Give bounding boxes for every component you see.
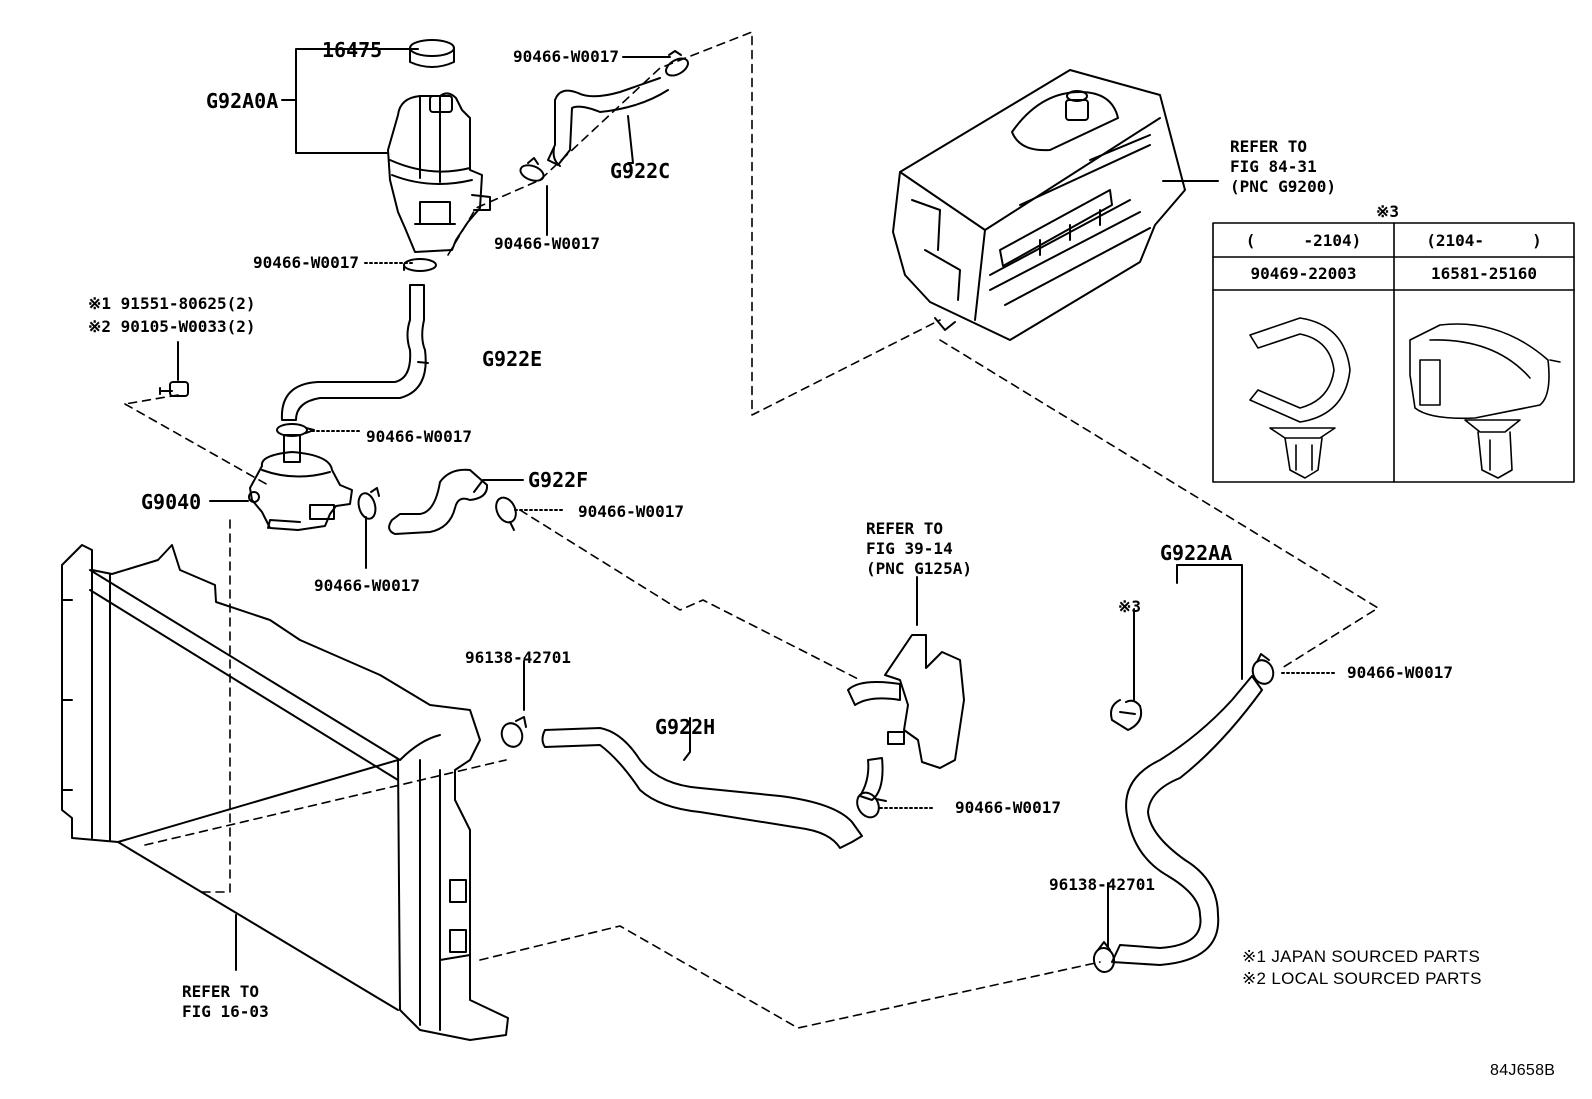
table-col2-range: (2104- ) [1426,231,1542,250]
label-refer-16-03: REFER TO FIG 16-03 [182,982,269,1021]
parts-table [1212,222,1575,483]
label-refer-84-31: REFER TO FIG 84-31 (PNC G9200) [1230,137,1336,196]
label-clip-96138-left: 96138-42701 [465,648,571,667]
label-g922h: G922H [655,715,716,739]
table-col1-range: ( -2104) [1245,231,1362,250]
hose-g922e [280,284,427,421]
inverter-assembly [892,69,1186,341]
label-note2-part: ※2 90105-W0033(2) [88,317,256,336]
radiator [61,544,509,1041]
hose-g922h [541,727,863,849]
label-refer-39-14: REFER TO FIG 39-14 (PNC G125A) [866,519,972,578]
reservoir-tank [387,39,491,253]
legend-local-sourced: ※2 LOCAL SOURCED PARTS [1242,969,1482,988]
legend-japan-sourced: ※1 JAPAN SOURCED PARTS [1242,947,1481,966]
label-g92a0a: G92A0A [206,89,279,113]
label-clamp-g922h: 90466-W0017 [955,798,1061,817]
label-clamp-g922f: 90466-W0017 [578,502,684,521]
label-clamp-g922aa: 90466-W0017 [1347,663,1453,682]
label-note1-part: ※1 91551-80625(2) [88,294,256,313]
table-mark3: ※3 [1376,202,1400,221]
leader-lines [177,48,1336,971]
table-col2-part: 16581-25160 [1431,264,1537,283]
hose-g922f [388,468,489,535]
hose-clamps [276,50,1275,973]
label-g9040: G9040 [141,490,202,514]
label-clamp-pump-top: 90466-W0017 [366,427,472,446]
label-16475: 16475 [322,38,383,62]
hose-g922aa [1111,675,1263,966]
clip-mark3 [1110,699,1143,731]
label-g922e: G922E [482,347,543,371]
label-g922f: G922F [528,468,589,492]
table-col1-part: 90469-22003 [1250,264,1357,283]
label-mark3: ※3 [1118,597,1142,616]
diagram-id: 84J658B [1490,1062,1556,1079]
oil-cooler [847,634,965,801]
label-clamp-tank-bottom: 90466-W0017 [253,253,359,272]
label-g922aa: G922AA [1160,541,1233,565]
label-g922c: G922C [610,159,671,183]
hose-g922c [547,77,669,167]
label-clamp-top: 90466-W0017 [513,47,619,66]
bolt [159,381,189,397]
label-clip-96138-right: 96138-42701 [1049,875,1155,894]
label-clamp-tank-right: 90466-W0017 [494,234,600,253]
label-clamp-pump-bottom: 90466-W0017 [314,576,420,595]
dashed-connections [124,31,1379,1029]
